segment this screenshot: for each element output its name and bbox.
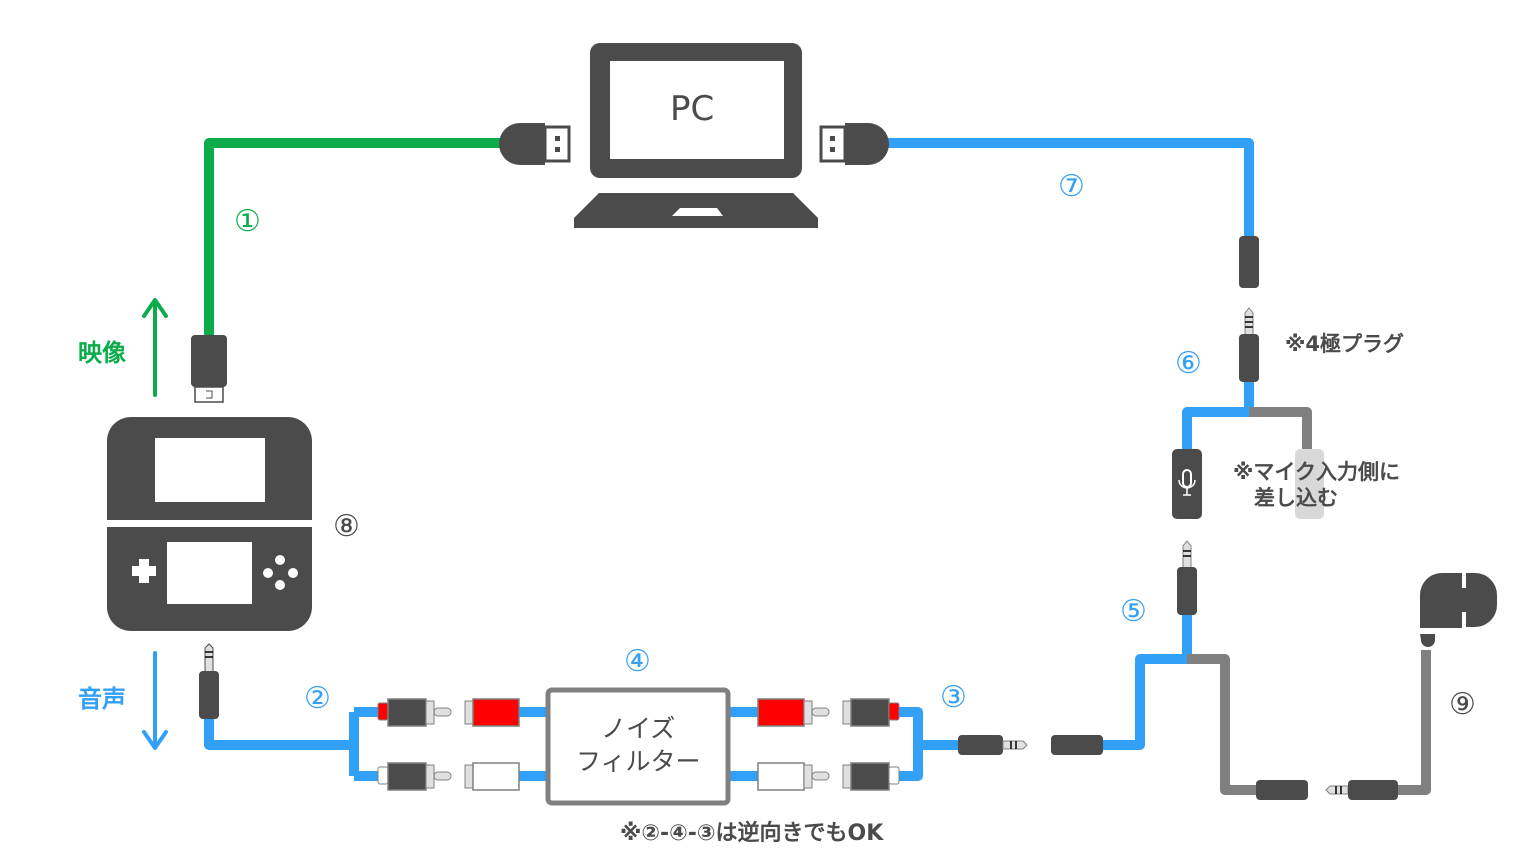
rca-to-mini-cable [895,707,962,781]
mini-plug-horizontal-3 [958,735,1028,755]
marker-7: ⑦ [1058,169,1085,204]
rca-plug-white-right [842,762,900,791]
video-label: 映像 [78,339,126,367]
marker-6: ⑥ [1175,346,1202,381]
four-pole-plug [1239,307,1259,382]
video-arrow-up-icon [142,298,168,397]
four-pole-blue-cable [1182,380,1254,450]
mic-note-line2: 差し込む [1254,486,1338,510]
marker-1: ① [234,204,261,239]
marker-5: ⑤ [1120,594,1147,629]
rca-plug-red-right [842,698,900,727]
splitter-cable [1102,614,1192,750]
rca-jack-white-filter-in [464,762,520,791]
mini-jack-5 [1051,735,1103,755]
earphone-plug [1325,780,1398,800]
micro-usb-plug [191,335,227,403]
mini-plug-vertical-5 [1177,540,1197,615]
usb-audio-cable [886,138,1254,240]
four-pole-gray-cable [1249,407,1312,450]
earphone-icon [1420,573,1497,647]
usb-plug-left [499,123,571,165]
audio-arrow-down-icon [142,651,168,750]
four-pole-note: ※4極プラグ [1285,332,1405,356]
rca-jack-white-filter-out [757,762,830,791]
earphone-cable [1397,650,1431,795]
marker-8: ⑧ [333,509,360,544]
video-cable [204,138,505,338]
rca-jack-red-filter-out [757,698,830,727]
marker-4: ④ [624,644,651,679]
reverse-note: ※②-④-③は逆向きでもOK [620,821,884,846]
headphone-jack-9 [1256,780,1308,800]
microphone-icon [1172,449,1202,519]
noise-filter-box [545,687,731,806]
mic-note-line1: ※マイク入力側に [1233,460,1400,484]
filter-label-line2: フィルター [576,747,701,776]
rca-jack-red-filter-in [464,698,520,727]
audio-out-cable [204,707,382,781]
usb-plug-right [819,123,889,165]
headphone-jack-icon [1295,449,1324,519]
usb-audio-jack [1239,236,1259,288]
rca-plug-white-left [377,762,452,791]
rca-plug-red-left [377,698,452,727]
headphone-branch-cable [1187,654,1258,795]
mini-plug-console [199,643,219,719]
filter-cable-in [519,707,548,781]
marker-3: ③ [940,680,967,715]
handheld-console-icon [107,417,312,631]
marker-2: ② [304,681,331,716]
filter-cable-out [728,707,758,781]
marker-9: ⑨ [1449,687,1476,722]
laptop-icon [574,43,818,228]
audio-label: 音声 [78,685,126,713]
pc-label: PC [670,89,715,129]
filter-label-line1: ノイズ [601,714,676,743]
